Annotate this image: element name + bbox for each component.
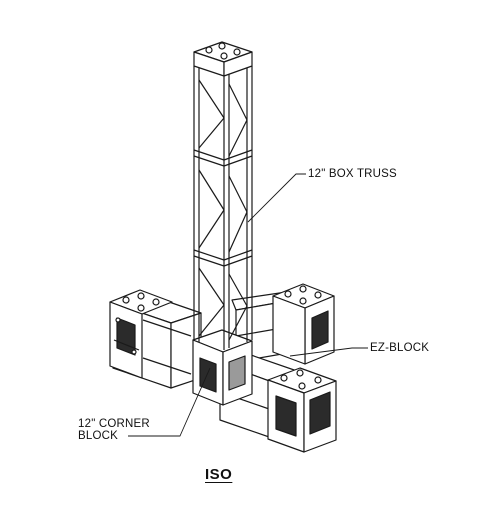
corner-block-label-line2: BLOCK (78, 430, 118, 442)
corner-block (192, 329, 253, 406)
view-title: ISO (205, 466, 233, 483)
box-truss-leader (247, 173, 306, 223)
left-end-block (109, 289, 173, 379)
leader-lines (128, 173, 368, 437)
box-truss-label: 12" BOX TRUSS (308, 168, 397, 180)
ez-block-label: EZ-BLOCK (370, 342, 430, 354)
ez-block-leader (289, 347, 368, 357)
vertical-box-truss (193, 41, 253, 350)
corner-block-label-line1: 12" CORNER (78, 418, 150, 430)
corner-block-leader (128, 367, 211, 437)
right-end-block (272, 283, 335, 365)
front-end-block (267, 367, 337, 453)
